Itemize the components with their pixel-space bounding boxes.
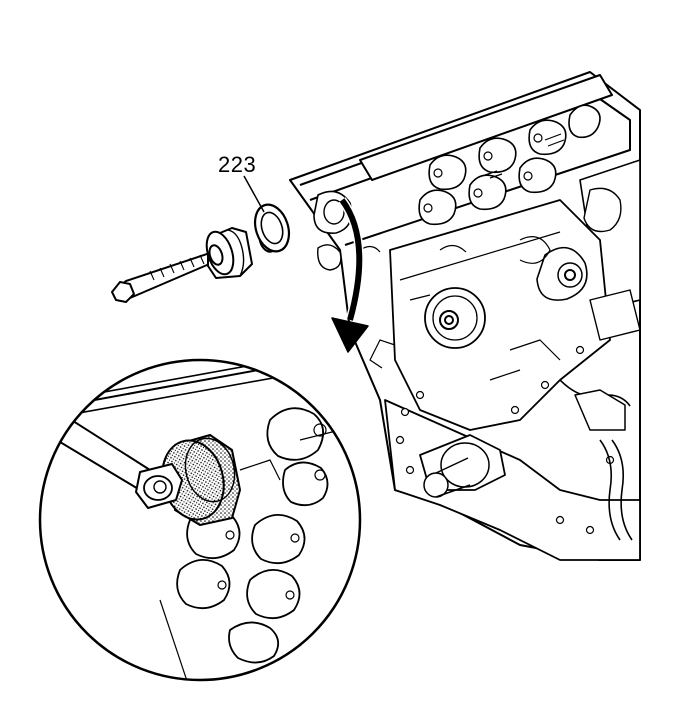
- tool-bolt: [112, 253, 214, 302]
- callout-label-223: 223: [218, 152, 257, 177]
- crankshaft-rear-seal: [249, 200, 294, 256]
- tool-assembly: [112, 200, 295, 302]
- engine-block: [290, 72, 640, 560]
- detail-inset: [40, 350, 380, 700]
- tool-body: [202, 228, 252, 278]
- inset-tool: [136, 433, 241, 526]
- direction-arrow: [332, 200, 368, 352]
- callout-leader: [244, 176, 264, 212]
